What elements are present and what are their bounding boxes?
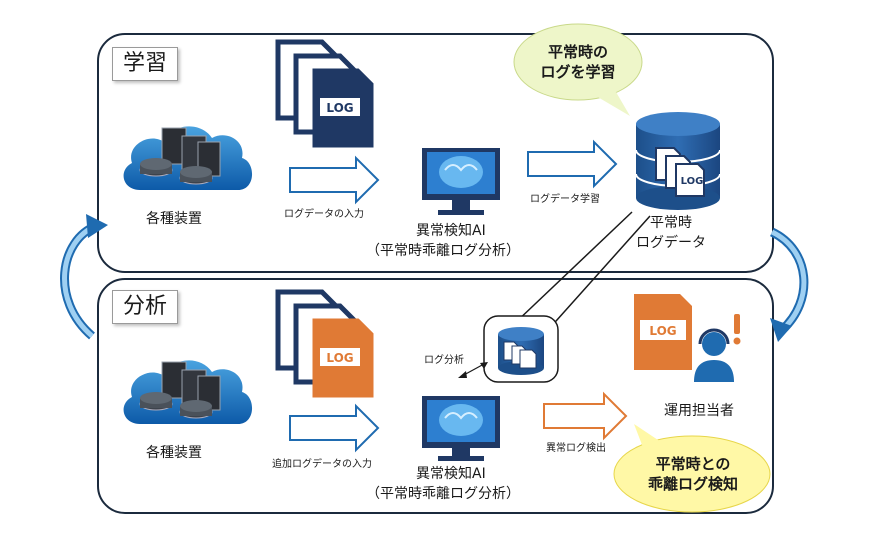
learn-bubble-line2: ログを学習 xyxy=(540,63,616,81)
analyze-bubble-line2: 乖離ログ検知 xyxy=(647,475,738,493)
ai-monitor-icon-analyze xyxy=(422,396,500,461)
devices-cloud-icon-analyze xyxy=(123,360,253,424)
learn-devices-label: 各種装置 xyxy=(146,211,202,227)
section-analyze-tag: 分析 xyxy=(112,290,179,324)
learn-input-arrow-label: ログデータの入力 xyxy=(284,209,364,220)
log-documents-icon xyxy=(275,39,374,148)
input-arrow-analyze xyxy=(289,403,380,453)
operator-icon xyxy=(694,328,734,382)
callout-line-right xyxy=(547,215,651,331)
learn-speech-bubble xyxy=(513,23,643,116)
learn-bubble-line1: 平常時の xyxy=(547,43,608,61)
anomaly-log-text: LOG xyxy=(649,324,676,338)
operator-label: 運用担当者 xyxy=(664,403,734,419)
log-documents-icon-analyze xyxy=(275,289,374,398)
analyze-input-arrow-label: 追加ログデータの入力 xyxy=(272,459,372,470)
log-doc-text: LOG xyxy=(326,101,353,115)
database-icon xyxy=(635,112,721,210)
callout-line-left xyxy=(513,211,633,325)
log-analysis-arrow xyxy=(458,362,488,378)
analyze-bubble-text: 平常時との 乖離ログ検知 xyxy=(628,454,758,494)
section-learn-tag: 学習 xyxy=(112,47,179,81)
analyze-speech-bubble xyxy=(613,424,771,513)
log-doc-text-analyze: LOG xyxy=(326,351,353,365)
learn-arrow2-label: ログデータ学習 xyxy=(530,194,600,205)
devices-cloud-icon xyxy=(123,126,253,190)
anomaly-log-icon xyxy=(634,294,692,370)
analyze-ai-label-2: （平常時乖離ログ分析） xyxy=(366,486,520,502)
cycle-arrow-left xyxy=(60,214,108,340)
detect-arrow xyxy=(543,391,628,441)
analyze-devices-label: 各種装置 xyxy=(146,445,202,461)
db-log-text: LOG xyxy=(681,176,704,187)
input-arrow xyxy=(289,155,380,205)
ai-monitor-icon xyxy=(422,148,500,215)
learn-bubble-text: 平常時の ログを学習 xyxy=(528,42,628,82)
cycle-arrow-right xyxy=(769,227,809,342)
small-database-icon xyxy=(483,315,559,383)
analyze-ai-label-1: 異常検知AI xyxy=(416,466,486,482)
log-analysis-label: ログ分析 xyxy=(424,355,464,366)
learn-arrow xyxy=(527,139,618,189)
exclamation-icon xyxy=(733,314,741,345)
learn-ai-label-1: 異常検知AI xyxy=(416,223,486,239)
learn-ai-label-2: （平常時乖離ログ分析） xyxy=(366,243,520,259)
analyze-bubble-line1: 平常時との xyxy=(655,455,731,473)
analyze-arrow2-label: 異常ログ検出 xyxy=(546,443,606,454)
db-label-2: ログデータ xyxy=(636,235,706,251)
db-label-1: 平常時 xyxy=(650,215,692,231)
